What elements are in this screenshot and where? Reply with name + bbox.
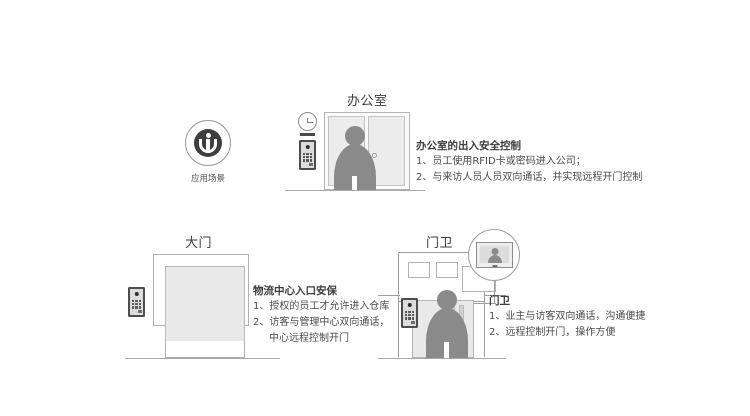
badge-head-shape: [205, 133, 211, 138]
guard-window-right: [436, 262, 458, 278]
figure-leg-gap: [444, 342, 449, 358]
guard-title: 门卫: [426, 236, 454, 251]
intercom-call-button: [411, 321, 415, 325]
office-intercom-panel-icon: [299, 140, 316, 170]
guard-heading: 门卫: [489, 295, 510, 307]
monitor-person-head: [491, 248, 498, 255]
badge-ring: [185, 120, 231, 166]
monitor-stand: [492, 264, 497, 267]
office-person-figure-icon: [331, 126, 379, 190]
monitor-screen: [480, 246, 509, 263]
guard-line-1: 1、业主与访客双向通话，沟通便捷: [489, 311, 646, 322]
badge-stem-shape: [206, 139, 210, 153]
intercom-camera-lens: [134, 291, 139, 296]
clock-minute-hand: [307, 122, 313, 124]
office-ground-line: [285, 190, 425, 192]
gate-ground-line: [125, 358, 280, 360]
gate-line-1: 1、授权的员工才允许进入仓库: [253, 301, 390, 312]
gate-line-3: 中心远程控制开门: [269, 333, 349, 344]
monitor-person-body: [487, 255, 502, 263]
guard-text-block: 门卫 1、业主与访客双向通话，沟通便捷 2、远程控制开门，操作方便: [489, 293, 645, 341]
office-line-2: 2、与来访人员人员双向通话，并实现远程开门控制: [416, 172, 643, 183]
guard-line-2: 2、远程控制开门，操作方便: [489, 327, 616, 338]
intercom-camera-lens: [407, 302, 412, 307]
intercom-call-button: [309, 163, 313, 167]
intercom-call-button: [138, 310, 142, 314]
gate-line-2: 2、访客与管理中心双向通话，: [253, 317, 390, 328]
figure-leg-gap: [352, 176, 357, 190]
office-heading: 办公室的出入安全控制: [416, 140, 521, 152]
intercom-keypad: [131, 299, 142, 309]
gate-base: [165, 341, 245, 358]
monitor-bubble-icon: [468, 229, 520, 281]
gate-intercom-panel-icon: [128, 287, 145, 317]
monitor-frame: [476, 242, 513, 268]
gate-heading: 物流中心入口安保: [253, 285, 337, 297]
people-shield-icon: [194, 129, 222, 157]
gate-text-block: 物流中心入口安保 1、授权的员工才允许进入仓库 2、访客与管理中心双向通话， 中…: [253, 283, 389, 347]
guard-eave-left: [378, 295, 400, 297]
door-knob: [372, 153, 377, 158]
intercom-keypad: [302, 152, 313, 162]
intercom-camera-lens: [305, 144, 310, 149]
guard-person-figure-icon: [424, 290, 470, 358]
clock-base: [300, 133, 315, 136]
monitor-connector-vertical: [494, 281, 496, 304]
clock-hour-hand: [307, 117, 309, 123]
figure-head: [345, 126, 365, 146]
guard-wall-left: [398, 295, 400, 357]
office-text-block: 办公室的出入安全控制 1、员工使用RFID卡或密码进入公司； 2、与来访人员人员…: [416, 138, 642, 186]
guard-eave-right: [484, 295, 506, 297]
gate-panel: [165, 266, 245, 342]
figure-head: [437, 290, 457, 310]
office-title: 办公室: [347, 94, 388, 109]
guard-window-left: [408, 262, 430, 278]
gate-title: 大门: [185, 236, 213, 251]
guard-ground-line: [378, 358, 506, 360]
guard-intercom-panel-icon: [401, 298, 418, 328]
clock-icon: [298, 112, 317, 136]
office-line-1: 1、员工使用RFID卡或密码进入公司；: [416, 156, 586, 167]
guard-wall-right: [484, 295, 486, 357]
intercom-keypad: [404, 310, 415, 320]
scenario-badge-label: 应用场景: [190, 174, 225, 184]
